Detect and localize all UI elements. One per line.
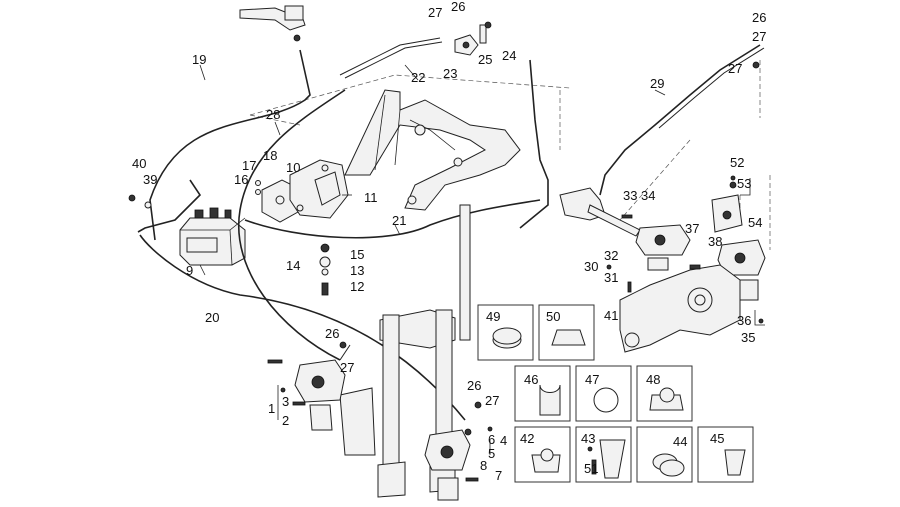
label-1: 1 [268, 401, 275, 416]
label-24: 24 [502, 48, 516, 63]
label-5: 5 [488, 446, 495, 461]
label-53: 53 [737, 176, 751, 191]
brake-hoses [137, 37, 765, 421]
caliper-bracket-54-part [711, 194, 743, 233]
assembly-dashed-lines [249, 60, 771, 250]
label-40: 40 [132, 156, 146, 171]
label-32: 32 [604, 248, 618, 263]
label-dots [280, 175, 764, 452]
label-13: 13 [350, 263, 364, 278]
label-48: 48 [646, 372, 660, 387]
label-4: 4 [500, 433, 507, 448]
label-42: 42 [520, 431, 534, 446]
label-30: 30 [584, 259, 598, 274]
accessory-box-42 [514, 426, 571, 483]
label-27d: 27 [340, 360, 354, 375]
part-labels: 1 2 3 4 5 6 7 8 9 10 11 12 13 14 15 16 1… [132, 0, 766, 483]
label-35: 35 [741, 330, 755, 345]
label-44: 44 [673, 434, 687, 449]
label-38: 38 [708, 234, 722, 249]
label-39: 39 [143, 172, 157, 187]
label-20: 20 [205, 310, 219, 325]
label-31: 31 [604, 270, 618, 285]
label-10: 10 [286, 160, 300, 175]
accessory-box-44 [636, 426, 693, 483]
label-12: 12 [350, 279, 364, 294]
rear-caliper-part [635, 224, 691, 271]
label-9: 9 [186, 263, 193, 278]
label-26b: 26 [752, 10, 766, 25]
front-fork-part [339, 204, 471, 498]
banjo-fitting-part [454, 24, 487, 56]
label-2: 2 [282, 413, 289, 428]
label-29: 29 [650, 76, 664, 91]
label-26a: 26 [451, 0, 465, 14]
label-6: 6 [488, 432, 495, 447]
label-34: 34 [641, 188, 655, 203]
label-21: 21 [392, 213, 406, 228]
label-43: 43 [581, 431, 595, 446]
label-22: 22 [411, 70, 425, 85]
accessory-box-43 [575, 426, 632, 483]
accessory-box-49 [477, 304, 534, 361]
label-26d: 26 [467, 378, 481, 393]
label-41: 41 [604, 308, 618, 323]
accessory-box-48 [636, 365, 693, 422]
label-50: 50 [546, 309, 560, 324]
label-25: 25 [478, 52, 492, 67]
rear-master-cylinder-part [559, 187, 641, 237]
label-46: 46 [524, 372, 538, 387]
label-26c: 26 [325, 326, 339, 341]
label-27e: 27 [485, 393, 499, 408]
leader-lines [199, 64, 765, 455]
label-52: 52 [730, 155, 744, 170]
accessory-box-46 [514, 365, 571, 422]
label-8: 8 [480, 458, 487, 473]
label-28: 28 [266, 107, 280, 122]
label-27c: 27 [728, 61, 742, 76]
main-frame-part [344, 89, 521, 211]
accessory-box-45 [697, 426, 754, 483]
label-14: 14 [286, 258, 300, 273]
front-caliper-right-part [424, 429, 471, 501]
label-18: 18 [263, 148, 277, 163]
accessory-box-47 [575, 365, 632, 422]
label-16: 16 [234, 172, 248, 187]
label-33: 33 [623, 188, 637, 203]
label-49: 49 [486, 309, 500, 324]
swingarm-part [619, 264, 741, 353]
label-7: 7 [495, 468, 502, 483]
abs-bracket-part [261, 179, 299, 223]
front-master-cylinder-part [239, 5, 306, 42]
label-27a: 27 [428, 5, 442, 20]
label-15: 15 [350, 247, 364, 262]
label-51: 51 [584, 461, 598, 476]
abs-modulator-part [179, 207, 246, 266]
label-11: 11 [364, 190, 378, 205]
label-27b: 27 [752, 29, 766, 44]
label-36: 36 [737, 313, 751, 328]
label-19: 19 [192, 52, 206, 67]
label-54: 54 [748, 215, 762, 230]
rear-caliper-2-part [717, 239, 766, 301]
label-37: 37 [685, 221, 699, 236]
label-47: 47 [585, 372, 599, 387]
bracket-11-part [289, 159, 349, 219]
front-caliper-left-part [294, 359, 346, 431]
label-45: 45 [710, 431, 724, 446]
label-17: 17 [242, 158, 256, 173]
accessory-box-50 [538, 304, 595, 361]
hardware-bolts [128, 21, 760, 482]
label-3: 3 [282, 394, 289, 409]
label-23: 23 [443, 66, 457, 81]
